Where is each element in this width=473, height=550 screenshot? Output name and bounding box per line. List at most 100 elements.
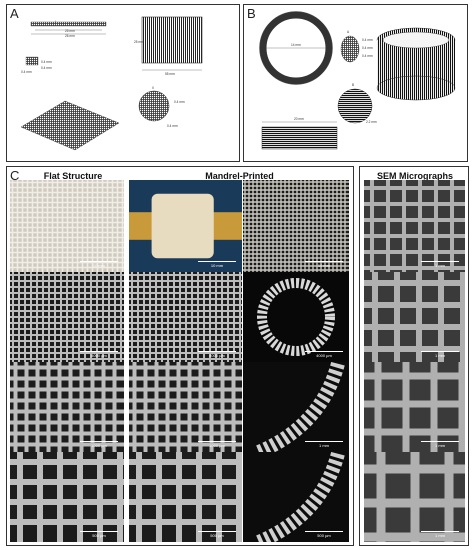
scale-bar-label: 1000 µm [91, 443, 107, 448]
scale-bar-line [198, 351, 236, 352]
sem-4-image [364, 452, 465, 542]
scale-bar: 1 mm [421, 531, 459, 538]
scale-bar: 4000 µm [80, 351, 118, 358]
mandrel-grid-mid: 1000 µm [129, 362, 242, 452]
svg-text:0.4 mm: 0.4 mm [362, 54, 373, 58]
sem-2-image [364, 272, 465, 362]
scale-bar-label: 500 µm [210, 533, 224, 538]
scale-bar-line [421, 441, 459, 442]
mandrel-ring-end-image [243, 272, 349, 362]
panel-a-label: A [10, 6, 19, 21]
flat-photo-image [10, 180, 124, 272]
flat-grid-low-image [10, 272, 124, 362]
sem-3-image [364, 362, 465, 452]
mandrel-grid-mid-image [129, 362, 242, 452]
scale-bar-line [421, 261, 459, 262]
flat-photo: 10 mm [10, 180, 124, 272]
sem-3: 1 mm [364, 362, 465, 452]
mandrel-grid-low-image [129, 272, 242, 362]
svg-text:0.4 mm: 0.4 mm [362, 38, 373, 42]
dim-26mm-a: 26 mm [65, 34, 75, 38]
scale-bar-label: 500 µm [92, 533, 106, 538]
header-flat-structure: Flat Structure [43, 171, 103, 181]
header-mandrel-printed: Mandrel-Printed [205, 171, 274, 181]
scale-bar: 500 µm [305, 531, 343, 538]
scale-bar-line [198, 441, 236, 442]
svg-text:2.2 mm: 2.2 mm [366, 120, 377, 124]
scale-bar: 1 mm [421, 441, 459, 448]
scale-bar-label: 4000 µm [91, 353, 107, 358]
scale-bar-label: 4000 µm [316, 353, 332, 358]
scale-bar: 10 mm [198, 261, 236, 268]
scale-bar-label: 1 mm [435, 353, 445, 358]
scale-bar-line [80, 531, 118, 532]
detail-circle-II [138, 90, 170, 122]
svg-text:0.4 mm: 0.4 mm [174, 100, 185, 104]
mandrel-edge-high: 500 µm [243, 452, 349, 542]
flat-grid-low: 4000 µm [10, 272, 124, 362]
marker-B: B [352, 83, 354, 87]
mandrel-edge-mid: 1 mm [243, 362, 349, 452]
scale-bar-label: 4000 µm [209, 353, 225, 358]
scale-bar: 500 µm [198, 531, 236, 538]
mandrel-on-rod-photo: 10 mm [129, 180, 242, 272]
scale-bar: 10 mm [80, 261, 118, 268]
scale-bar-label: 10 mm [92, 263, 106, 268]
svg-text:25 mm: 25 mm [134, 40, 144, 44]
scale-bar-line [305, 261, 343, 262]
sem-1: 1 mm [364, 180, 465, 272]
mandrel-edge-mid-image [243, 362, 349, 452]
scale-bar-label: 1 mm [435, 533, 445, 538]
scale-bar: 1 mm [421, 351, 459, 358]
tube-ring [259, 11, 333, 85]
scale-bar-line [198, 261, 236, 262]
flat-top-view [141, 16, 203, 64]
scale-bar-label: 1000 µm [209, 443, 225, 448]
mandrel-tube-photo-image [243, 180, 349, 272]
scale-bar-label: 1 mm [435, 443, 445, 448]
dim-25mm-a: 25 mm [65, 29, 75, 33]
header-sem: SEM Micrographs [376, 171, 453, 181]
scale-bar: 1000 µm [198, 441, 236, 448]
mandrel-ring-end: 4000 µm [243, 272, 349, 362]
scale-bar-line [421, 351, 459, 352]
svg-text:20 mm: 20 mm [294, 117, 304, 121]
panel-b-diagram: 14 mm A 0.4 mm 0.4 mm 0.4 mm B 2.2 mm 20… [259, 11, 456, 150]
svg-text:0.4 mm: 0.4 mm [21, 70, 32, 74]
svg-text:14 mm: 14 mm [291, 43, 301, 47]
scale-bar-label: 1 mm [319, 443, 329, 448]
mandrel-edge-high-image [243, 452, 349, 542]
scale-bar-line [198, 531, 236, 532]
sem-4: 1 mm [364, 452, 465, 542]
scale-bar: 4000 µm [198, 351, 236, 358]
scale-bar-label: 1 mm [435, 263, 445, 268]
scale-bar-line [421, 531, 459, 532]
flat-side-view [30, 21, 107, 27]
scale-bar-line [80, 351, 118, 352]
marker-II: II [152, 86, 154, 90]
iso-sheet [20, 100, 120, 151]
scale-bar-line [80, 441, 118, 442]
scale-bar: 1000 µm [80, 441, 118, 448]
scale-bar: 4000 µm [305, 351, 343, 358]
svg-text:55 mm: 55 mm [165, 72, 175, 76]
scale-bar-label: 10 mm [210, 263, 224, 268]
mandrel-grid-high: 500 µm [129, 452, 242, 542]
svg-text:0.4 mm: 0.4 mm [362, 46, 373, 50]
flat-grid-mid: 1000 µm [10, 362, 124, 452]
panel-a-diagram: 25 mm 26 mm I 0.4 mm 0.4 mm 0.4 mm 25 mm… [20, 16, 203, 151]
flat-grid-high: 500 µm [10, 452, 124, 542]
scale-bar-line [305, 531, 343, 532]
scale-bar: 1 mm [421, 261, 459, 268]
mandrel-grid-high-image [129, 452, 242, 542]
detail-circle-B [337, 88, 373, 124]
scale-bar-label: 500 µm [317, 533, 331, 538]
panel-c-label: C [10, 168, 20, 183]
mandrel-on-rod-photo-image [129, 180, 242, 272]
sem-2: 1 mm [364, 272, 465, 362]
panel-a: A 25 mm 26 mm I 0.4 mm 0.4 mm 0.4 mm 25 … [6, 4, 240, 162]
marker-A: A [347, 30, 350, 34]
flat-grid-high-image [10, 452, 124, 542]
scale-bar-label: 10 mm [317, 263, 331, 268]
panel-b: B 14 mm A 0.4 mm 0.4 mm 0.4 mm [243, 4, 468, 162]
